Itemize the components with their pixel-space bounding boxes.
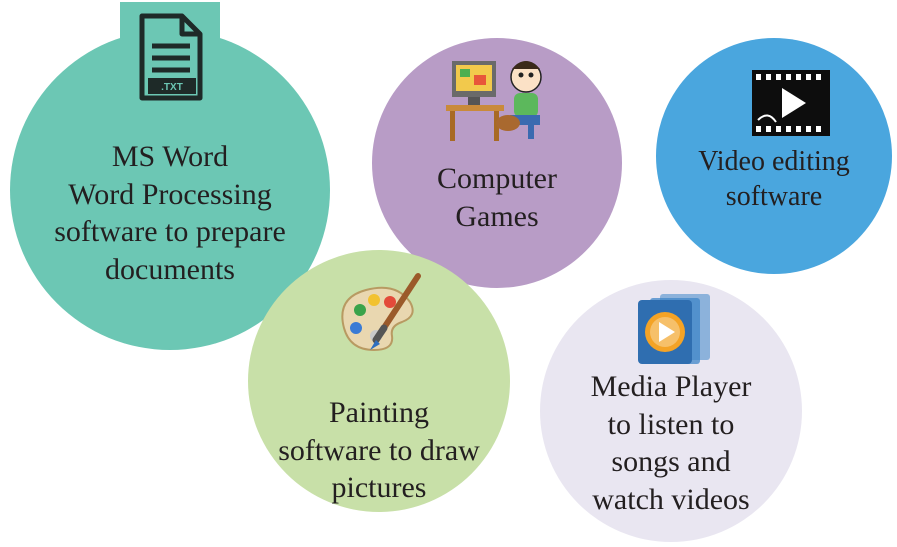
media-line-3: songs and — [611, 445, 731, 478]
video-editing-label: Video editing software — [676, 144, 872, 214]
painting-label: Painting software to draw pictures — [258, 394, 500, 507]
film-clapper-icon — [752, 70, 830, 136]
media-line-2: to listen to — [607, 407, 735, 441]
painting-line-1: Painting — [328, 396, 429, 429]
word-line-3: software to prepare — [54, 215, 286, 248]
word-line-4: documents — [105, 252, 235, 286]
computer-games-circle — [372, 38, 622, 288]
media-line-4: watch videos — [592, 482, 750, 516]
painting-line-3: pictures — [331, 471, 427, 504]
word-processing-label: MS Word Word Processing software to prep… — [20, 138, 320, 288]
txt-badge-text: .TXT — [161, 82, 183, 93]
word-line-2: Word Processing — [68, 177, 272, 211]
video-line-1: Video editing — [698, 146, 850, 177]
games-line-2: Games — [455, 199, 539, 233]
computer-games-icon — [442, 53, 552, 143]
word-line-1: MS Word — [111, 140, 229, 173]
media-line-1: Media Player — [590, 370, 752, 403]
computer-games-label: Computer Games — [392, 160, 602, 235]
games-line-1: Computer — [437, 162, 557, 195]
txt-file-icon: .TXT — [120, 2, 220, 110]
painting-line-2: software to draw — [278, 433, 480, 467]
media-player-label: Media Player to listen to songs and watc… — [560, 368, 782, 518]
video-line-2: software — [725, 181, 823, 212]
paint-palette-icon — [330, 268, 426, 364]
media-player-icon — [632, 290, 718, 368]
